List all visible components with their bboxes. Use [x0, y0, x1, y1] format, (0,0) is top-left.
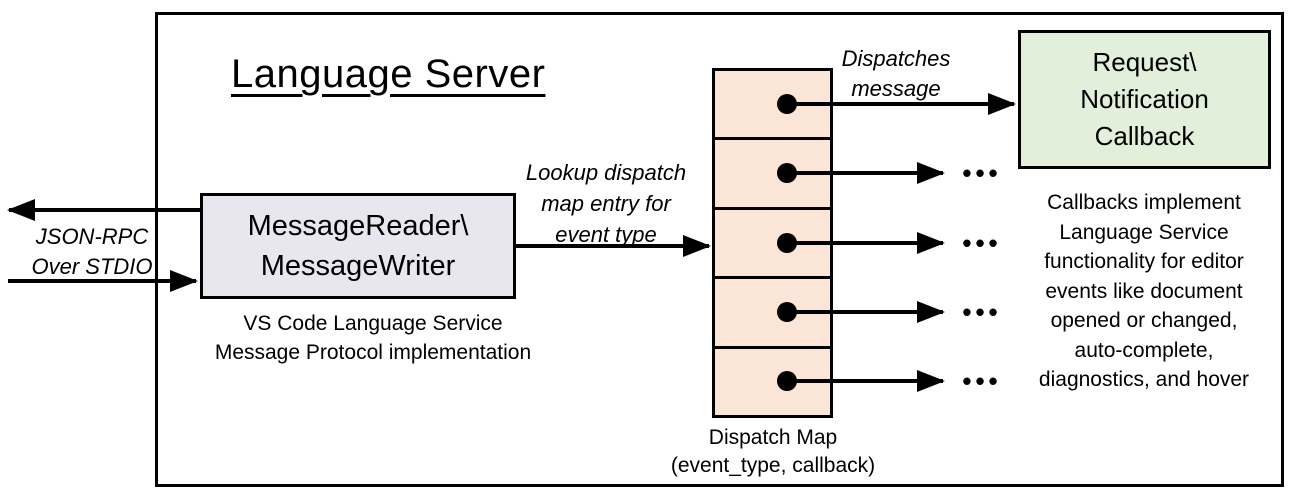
dispatch-map-label: Dispatch Map (event_type, callback) [670, 426, 876, 477]
diagram-title: Language Server [231, 52, 546, 96]
message-reader-writer-box: MessageReader\ MessageWriter [200, 193, 516, 299]
json-rpc-stdio-label: JSON-RPC Over STDIO [31, 224, 153, 279]
dispatch-map-cell [715, 206, 830, 276]
dispatch-map-cell [715, 276, 830, 345]
language-server-boundary-box [155, 12, 1284, 487]
dispatch-map-cell [715, 71, 830, 137]
request-notification-callback-box: Request\ Notification Callback [1018, 30, 1271, 169]
dispatch-map-cell [715, 137, 830, 206]
more-callbacks-ellipsis: ••• [962, 296, 1002, 327]
callbacks-note: Callbacks implement Language Service fun… [1038, 191, 1250, 391]
dispatches-message-label: Dispatches message [841, 46, 951, 101]
lookup-dispatch-label: Lookup dispatch map entry for event type [525, 160, 687, 247]
more-callbacks-ellipsis: ••• [962, 365, 1002, 396]
more-callbacks-ellipsis: ••• [962, 157, 1002, 188]
dispatch-map-cell [715, 345, 830, 415]
dispatch-map [712, 68, 833, 418]
more-callbacks-ellipsis: ••• [962, 227, 1002, 258]
reader-box-caption: VS Code Language Service Message Protoco… [214, 312, 532, 364]
